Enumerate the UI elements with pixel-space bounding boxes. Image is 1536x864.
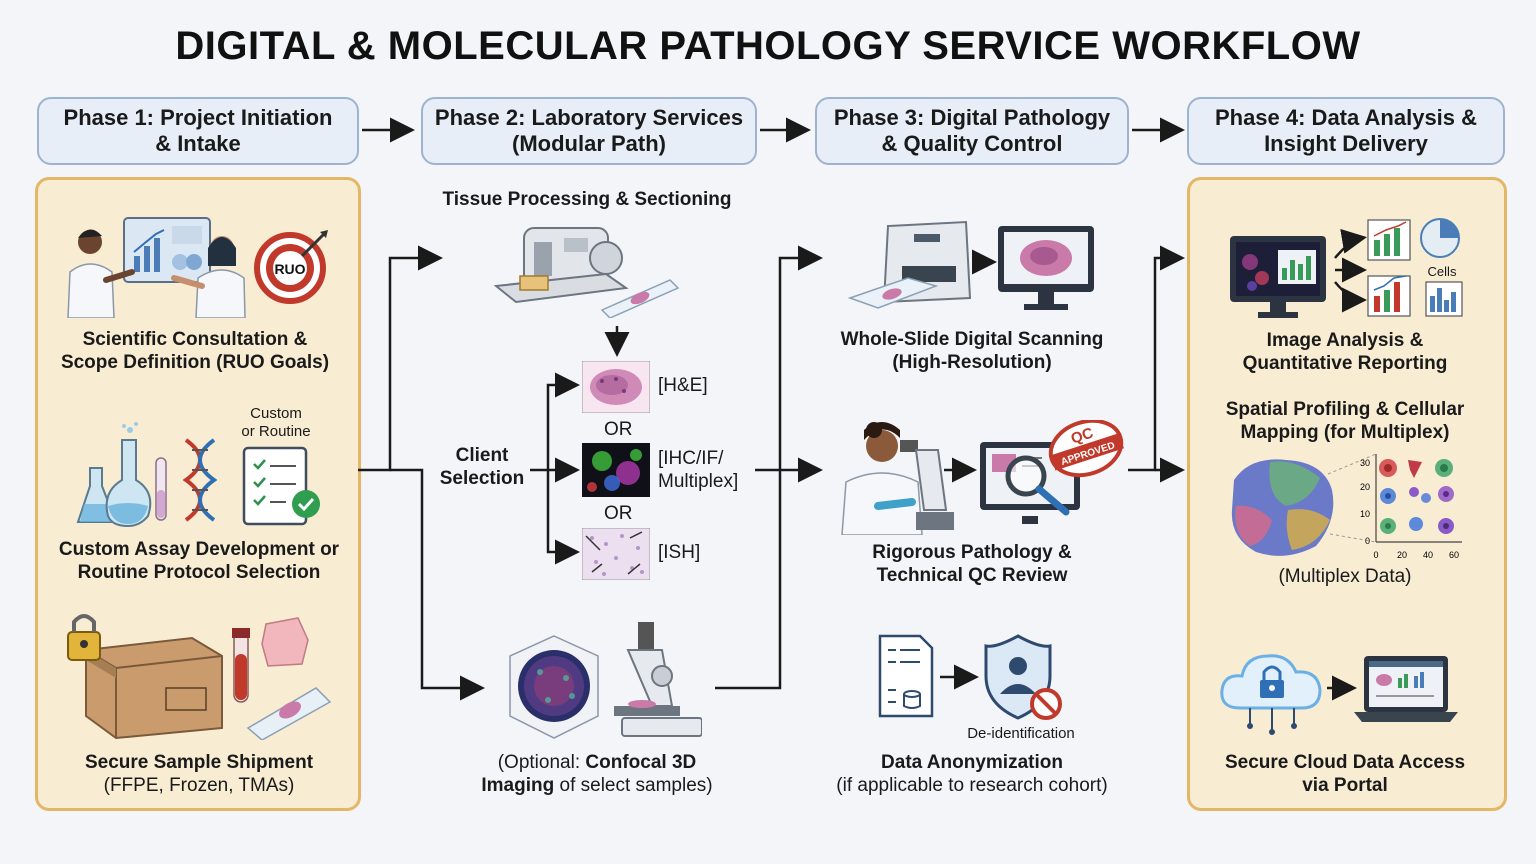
ihc-stain-line2: Multiplex] — [658, 471, 739, 492]
shipment-line1: Secure Sample Shipment — [84, 752, 314, 773]
assay-line1: Custom Assay Development or — [58, 539, 340, 560]
scientists-consultation-icon — [67, 217, 246, 318]
image-analysis-icon — [1230, 218, 1463, 318]
phase-4-line2: Insight Delivery — [1264, 131, 1428, 156]
spatial-line2: Mapping (for Multiplex) — [1240, 422, 1450, 443]
he-stain-label: [H&E] — [658, 375, 708, 396]
spatial-line1: Spatial Profiling & Cellular — [1225, 399, 1465, 420]
phase-1-line1: Phase 1: Project Initiation — [63, 105, 333, 130]
shipment-label: Secure Sample Shipment (FFPE, Frozen, TM… — [40, 751, 358, 797]
consultation-line1: Scientific Consultation & — [82, 329, 308, 350]
x-tick-0: 0 — [1373, 550, 1378, 560]
anonymization-line1: Data Anonymization — [881, 752, 1063, 773]
phase-2-line1: Phase 2: Laboratory Services — [434, 105, 744, 130]
scanning-label: Whole-Slide Digital Scanning (High-Resol… — [815, 328, 1129, 374]
spatial-profiling-label: Spatial Profiling & Cellular Mapping (fo… — [1190, 398, 1500, 444]
microtome-icon — [494, 227, 680, 318]
qc-review-line1: Rigorous Pathology & — [872, 542, 1072, 563]
multiplex-data-caption: (Multiplex Data) — [1278, 566, 1412, 587]
assay-label: Custom Assay Development or Routine Prot… — [40, 538, 358, 584]
image-analysis-line1: Image Analysis & — [1266, 330, 1424, 351]
phase-1-header: Phase 1: Project Initiation& Intake — [37, 97, 359, 165]
x-tick-20: 20 — [1397, 550, 1407, 560]
tissue-processing-title: Tissue Processing & Sectioning — [442, 189, 732, 210]
spatial-map-icon: 30 20 10 0 0 20 40 60 — [1231, 453, 1462, 560]
anonymization-shield-icon — [878, 634, 1062, 720]
x-tick-60: 60 — [1449, 550, 1459, 560]
client-selection-line2: Selection — [439, 468, 525, 489]
deidentification-label: De-identification — [967, 725, 1075, 742]
or-label-2: OR — [604, 503, 633, 524]
phase-2-line2: (Modular Path) — [512, 131, 666, 156]
qc-review-label: Rigorous Pathology & Technical QC Review — [815, 541, 1129, 587]
y-tick-30: 30 — [1360, 458, 1370, 468]
scanning-line2: (High-Resolution) — [892, 352, 1052, 373]
pathologist-qc-review-icon: QC APPROVED — [841, 420, 1124, 535]
y-tick-20: 20 — [1360, 482, 1370, 492]
phase-4-line1: Phase 4: Data Analysis & — [1214, 105, 1478, 130]
image-analysis-label: Image Analysis & Quantitative Reporting — [1190, 329, 1500, 375]
ihc-stain-line1: [IHC/IF/ — [658, 448, 724, 469]
anonymization-line2: (if applicable to research cohort) — [836, 775, 1108, 796]
confocal-label: (Optional: Confocal 3D Imaging of select… — [452, 751, 742, 797]
ihc-if-multiplex-thumbnail — [582, 443, 650, 497]
phase-3-header: Phase 3: Digital Pathology& Quality Cont… — [815, 97, 1129, 165]
shipment-line2: (FFPE, Frozen, TMAs) — [103, 775, 295, 796]
y-tick-10: 10 — [1360, 509, 1370, 519]
confocal-pre: (Optional: — [497, 752, 586, 773]
phase-3-line1: Phase 3: Digital Pathology — [833, 105, 1111, 130]
lab-flasks-dna-checklist-icon — [76, 422, 320, 528]
confocal-bold2: Imaging — [481, 775, 555, 796]
qc-review-line2: Technical QC Review — [876, 565, 1068, 586]
cloud-line1: Secure Cloud Data Access — [1224, 752, 1466, 773]
confocal-post: of select samples) — [554, 775, 713, 796]
ish-stain-thumbnail — [582, 528, 650, 580]
custom-note-line1: Custom — [250, 405, 302, 422]
cells-label: Cells — [1427, 264, 1457, 279]
he-stain-thumbnail — [582, 361, 650, 413]
consultation-line2: Scope Definition (RUO Goals) — [60, 352, 330, 373]
image-analysis-line2: Quantitative Reporting — [1242, 353, 1448, 374]
page-title: DIGITAL & MOLECULAR PATHOLOGY SERVICE WO… — [175, 24, 1361, 68]
anonymization-label: Data Anonymization (if applicable to res… — [815, 751, 1129, 797]
x-tick-40: 40 — [1423, 550, 1433, 560]
cloud-line2: via Portal — [1302, 775, 1388, 796]
confocal-3d-microscope-icon — [509, 622, 702, 739]
secure-shipment-icon — [67, 614, 332, 740]
scanning-line1: Whole-Slide Digital Scanning — [840, 329, 1104, 350]
cloud-access-label: Secure Cloud Data Access via Portal — [1190, 751, 1500, 797]
slide-scanner-monitor-icon — [848, 220, 1094, 310]
qc-stamp-text: QC — [1069, 424, 1096, 447]
or-label-1: OR — [604, 419, 633, 440]
phase-4-header: Phase 4: Data Analysis &Insight Delivery — [1187, 97, 1505, 165]
phase-2-header: Phase 2: Laboratory Services(Modular Pat… — [421, 97, 757, 165]
custom-routine-note: Custom or Routine — [234, 405, 318, 441]
ish-stain-label: [ISH] — [658, 542, 701, 563]
y-tick-0: 0 — [1365, 536, 1370, 546]
client-selection-label: Client Selection — [430, 444, 534, 490]
cloud-portal-icon — [1220, 654, 1458, 735]
ihc-stain-label: [IHC/IF/ Multiplex] — [658, 447, 738, 493]
phase-3-line2: & Quality Control — [881, 131, 1063, 156]
ruo-badge-text: RUO — [274, 261, 305, 277]
confocal-bold1: Confocal 3D — [585, 752, 697, 773]
assay-line2: Routine Protocol Selection — [77, 562, 321, 583]
phase-1-line2: & Intake — [155, 131, 241, 156]
consultation-label: Scientific Consultation & Scope Definiti… — [40, 328, 350, 374]
custom-note-line2: or Routine — [241, 423, 311, 440]
target-icon: RUO — [254, 230, 328, 304]
client-selection-line1: Client — [455, 445, 509, 466]
